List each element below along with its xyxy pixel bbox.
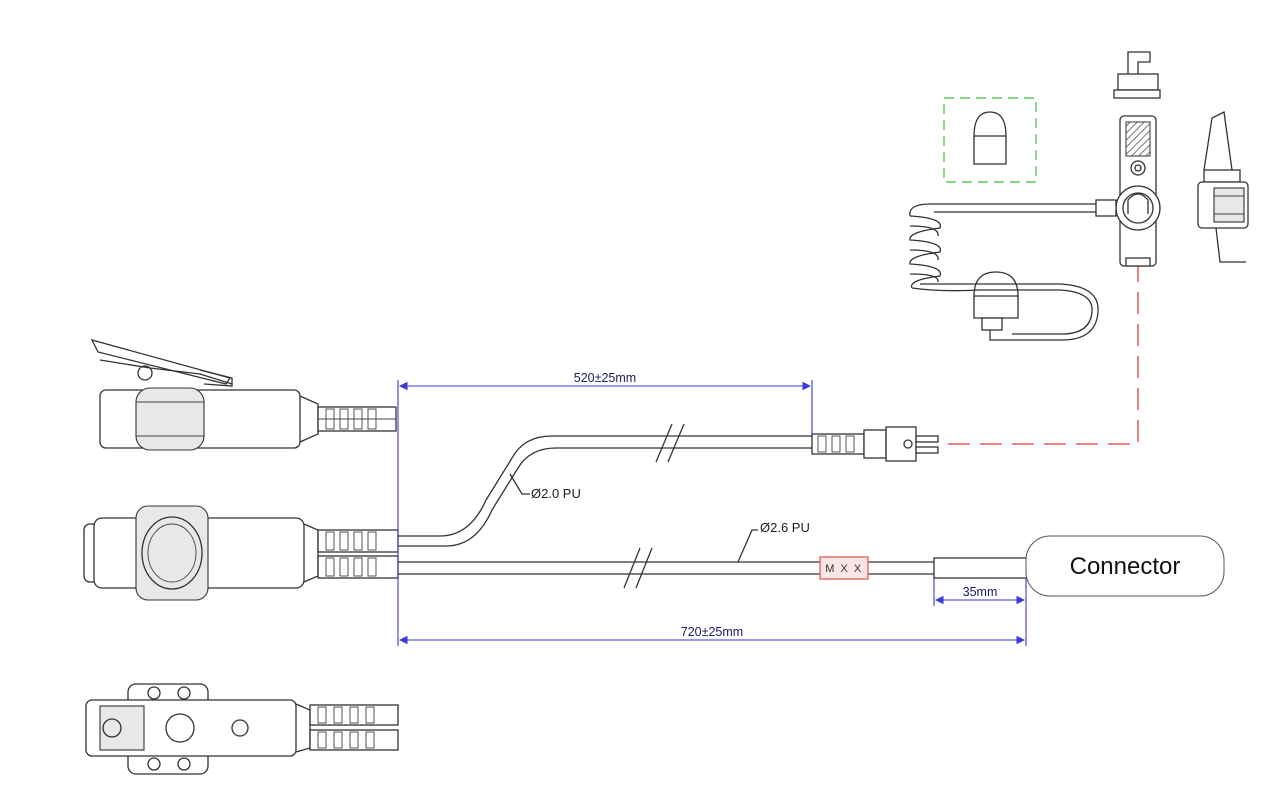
dimension-35-label: 35mm	[963, 585, 998, 599]
ptt-side-view	[90, 338, 397, 451]
earphone-cable-label: Ø2.0 PU	[531, 486, 581, 501]
marker-label: M X X	[825, 563, 862, 575]
dimension-720-label: 720±25mm	[681, 625, 743, 639]
earphone-transducer	[1095, 51, 1161, 267]
earphone-side-view	[1197, 111, 1249, 263]
cable-callout-2-0: Ø2.0 PU	[509, 473, 581, 501]
connector-label: Connector	[1070, 553, 1181, 580]
assembly-dash-line	[948, 228, 1139, 445]
dimension-520-label: 520±25mm	[574, 371, 636, 385]
dimension-35: 35mm	[933, 578, 1026, 606]
dimension-520: 520±25mm	[397, 371, 813, 646]
coiled-tube	[909, 203, 1118, 341]
cable-marker: M X X	[819, 556, 869, 580]
ptt-bottom-view	[85, 683, 399, 775]
eartip-spare-box	[943, 97, 1037, 183]
earphone-cable	[398, 423, 939, 547]
dimension-720: 720±25mm	[398, 578, 1027, 646]
connector-box: Connector	[1025, 535, 1225, 597]
ptt-front-view	[83, 505, 399, 601]
cable-callout-2-6: Ø2.6 PU	[737, 520, 810, 563]
main-cable-label: Ø2.6 PU	[760, 520, 810, 535]
